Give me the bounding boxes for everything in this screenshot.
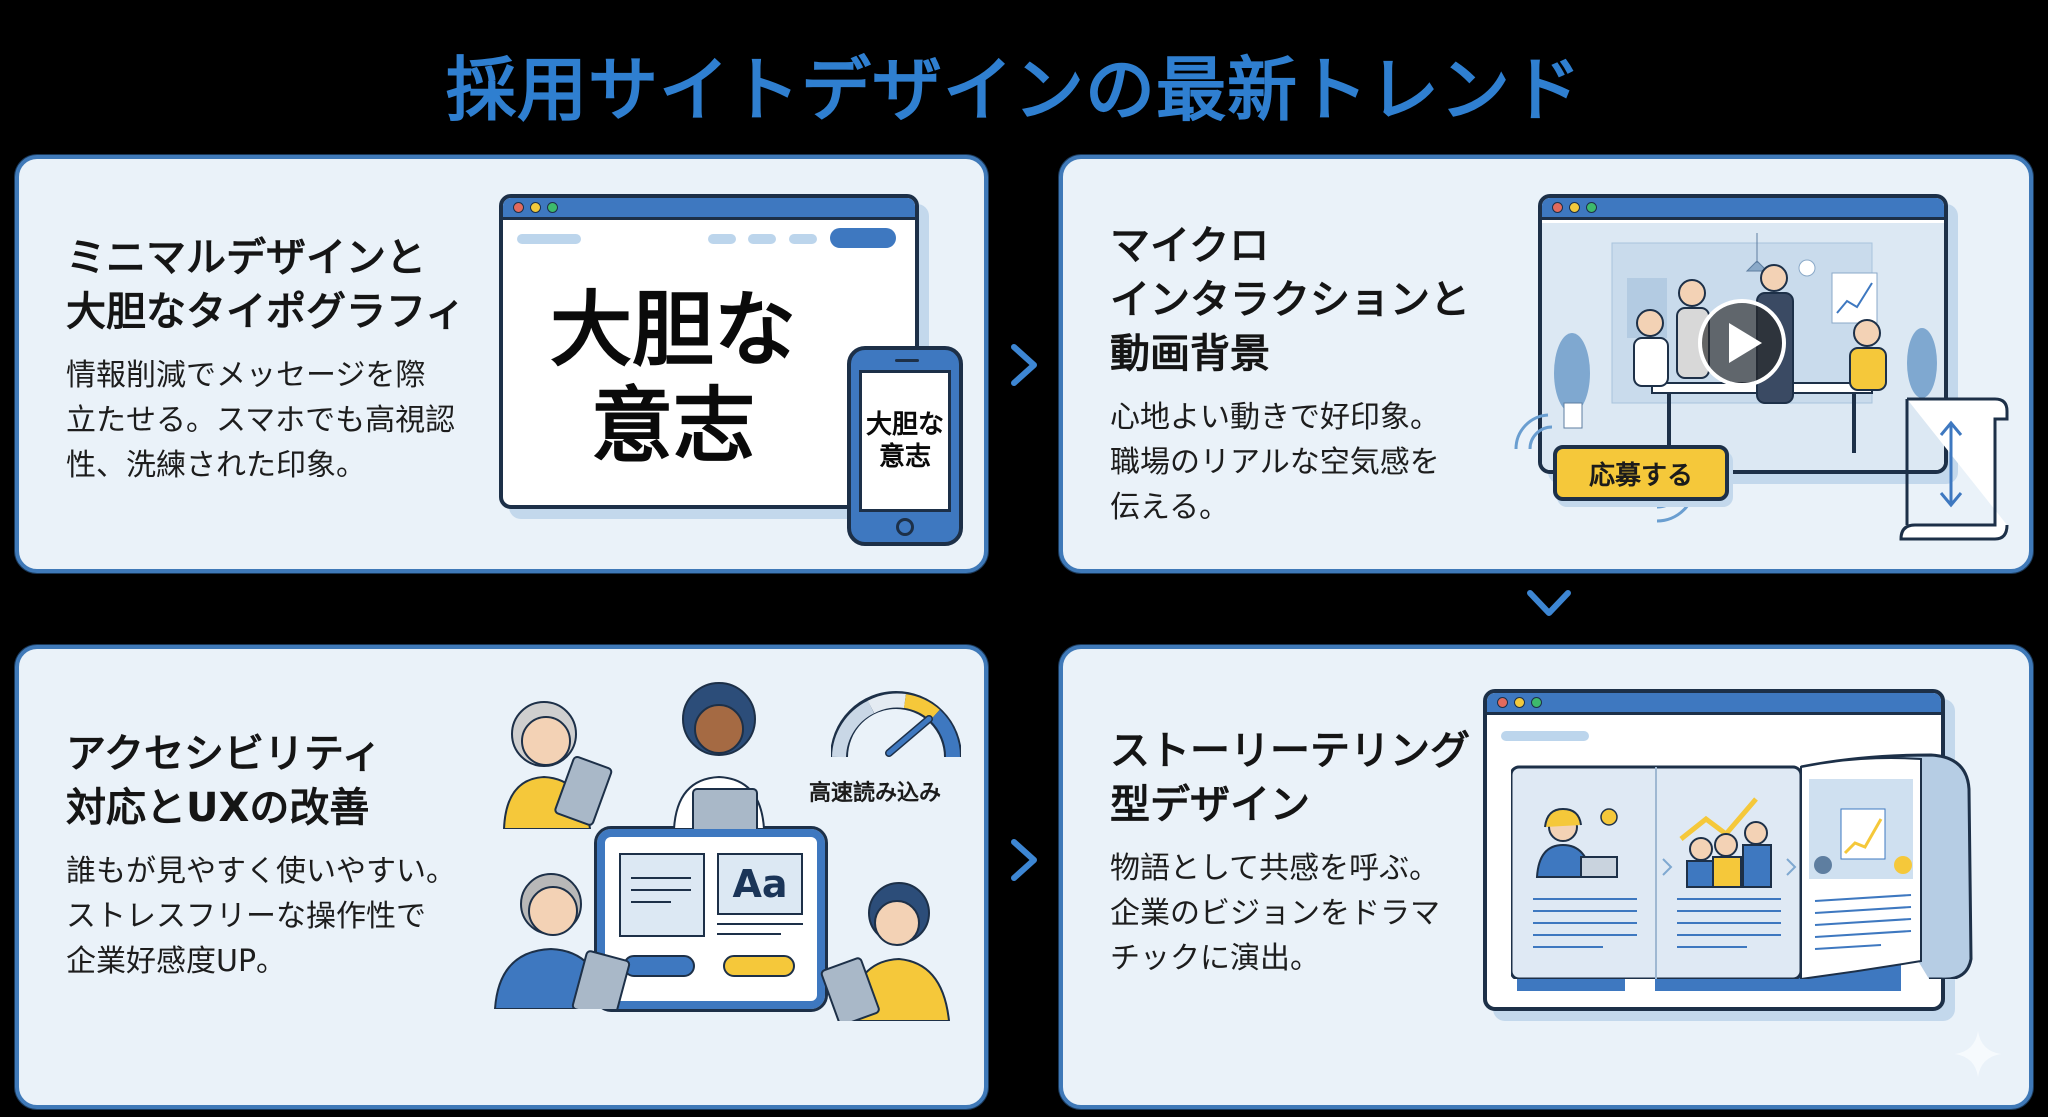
scroll-page-icon bbox=[1899, 397, 2009, 541]
panel-text: マイクロ インタラクションと 動画背景 心地よい動きで好印象。 職場のリアルな空… bbox=[1110, 219, 1470, 530]
motion-waves-icon bbox=[1514, 413, 1553, 450]
browser-titlebar bbox=[503, 198, 915, 220]
panel-micro-interaction: マイクロ インタラクションと 動画背景 心地よい動きで好印象。 職場のリアルな空… bbox=[1059, 155, 2033, 573]
elderly-woman-illustration bbox=[502, 701, 613, 829]
window-close-dot bbox=[1497, 697, 1508, 708]
panel-heading: ミニマルデザインと 大胆なタイポグラフィ bbox=[66, 235, 466, 335]
cta-placeholder bbox=[830, 228, 896, 248]
chevron-right-icon bbox=[1002, 343, 1046, 387]
window-close-dot bbox=[513, 202, 524, 213]
office-scene-illustration bbox=[1542, 223, 1944, 470]
smartphone-mockup: 大胆な 意志 bbox=[847, 346, 963, 546]
panel-storytelling: ストーリーテリング 型デザイン 物語として共感を呼ぶ。 企業のビジョンをドラマ … bbox=[1059, 645, 2033, 1109]
panel-heading: ストーリーテリング 型デザイン bbox=[1110, 728, 1470, 828]
phone-screen: 大胆な 意志 bbox=[859, 370, 951, 512]
panel-minimal-design: ミニマルデザインと 大胆なタイポグラフィ 情報削減でメッセージを際 立たせる。ス… bbox=[15, 155, 988, 573]
gauge-caption: 高速読み込み bbox=[809, 781, 942, 806]
content-card bbox=[619, 853, 705, 937]
browser-titlebar bbox=[1487, 693, 1941, 715]
header-placeholder bbox=[1501, 731, 1589, 741]
lightbulb-icon bbox=[1600, 808, 1618, 826]
panel-description: 情報削減でメッセージを際 立たせる。スマホでも高視認 性、洗練された印象。 bbox=[66, 358, 456, 483]
panel-heading: マイクロ インタラクションと 動画背景 bbox=[1110, 223, 1470, 377]
panel-description: 物語として共感を呼ぶ。 企業のビジョンをドラマ チックに演出。 bbox=[1110, 851, 1440, 976]
font-size-sample: Aa bbox=[717, 853, 803, 915]
window-maximize-dot bbox=[547, 202, 558, 213]
nav-placeholder bbox=[789, 234, 817, 244]
hero-typography: 大胆な 意志 bbox=[549, 283, 796, 474]
phone-home-button bbox=[896, 518, 914, 536]
panel-heading: アクセシビリティ 対応とUXの改善 bbox=[66, 731, 382, 831]
window-minimize-dot bbox=[530, 202, 541, 213]
chevron-right-icon bbox=[1002, 838, 1046, 882]
browser-titlebar bbox=[1542, 198, 1944, 220]
panel-text: アクセシビリティ 対応とUXの改善 誰もが見やすく使いやすい。 ストレスフリーな… bbox=[66, 727, 456, 984]
tablet-ui-mockup: Aa bbox=[594, 826, 828, 1012]
woman-curly-hair-illustration bbox=[672, 682, 766, 829]
story-panels-illustration bbox=[1511, 753, 1973, 979]
panel-accessibility: アクセシビリティ 対応とUXの改善 誰もが見やすく使いやすい。 ストレスフリーな… bbox=[15, 645, 988, 1109]
speed-gauge-icon bbox=[831, 691, 961, 758]
browser-mockup: 大胆な 意志 bbox=[499, 194, 919, 509]
panel-description: 誰もが見やすく使いやすい。 ストレスフリーな操作性で 企業好感度UP。 bbox=[66, 854, 456, 979]
young-woman-illustration bbox=[820, 882, 951, 1021]
page-title: 採用サイトデザインの最新トレンド bbox=[446, 49, 1582, 131]
chevron-right-icon bbox=[1786, 858, 1797, 876]
elderly-man-illustration bbox=[493, 873, 631, 1009]
video-browser-mockup bbox=[1538, 194, 1948, 474]
chevron-down-icon bbox=[1524, 585, 1574, 621]
panel-description: 心地よい動きで好印象。 職場のリアルな空気感を 伝える。 bbox=[1110, 400, 1440, 525]
sparkle-icon bbox=[1955, 1031, 2001, 1077]
apply-button[interactable]: 応募する bbox=[1553, 445, 1729, 501]
window-minimize-dot bbox=[1514, 697, 1525, 708]
panel-text: ストーリーテリング 型デザイン 物語として共感を呼ぶ。 企業のビジョンをドラマ … bbox=[1110, 724, 1470, 981]
logo-placeholder bbox=[517, 234, 581, 244]
window-close-dot bbox=[1552, 202, 1563, 213]
nav-placeholder bbox=[748, 234, 776, 244]
nav-placeholder bbox=[708, 234, 736, 244]
chevron-right-icon bbox=[1662, 858, 1673, 876]
play-icon bbox=[1729, 323, 1762, 363]
window-minimize-dot bbox=[1569, 202, 1580, 213]
panel-text: ミニマルデザインと 大胆なタイポグラフィ 情報削減でメッセージを際 立たせる。ス… bbox=[66, 231, 465, 488]
window-maximize-dot bbox=[1531, 697, 1542, 708]
window-maximize-dot bbox=[1586, 202, 1597, 213]
phone-speaker bbox=[895, 359, 919, 362]
secondary-button-placeholder bbox=[723, 955, 795, 977]
phone-typography: 大胆な 意志 bbox=[865, 410, 944, 472]
